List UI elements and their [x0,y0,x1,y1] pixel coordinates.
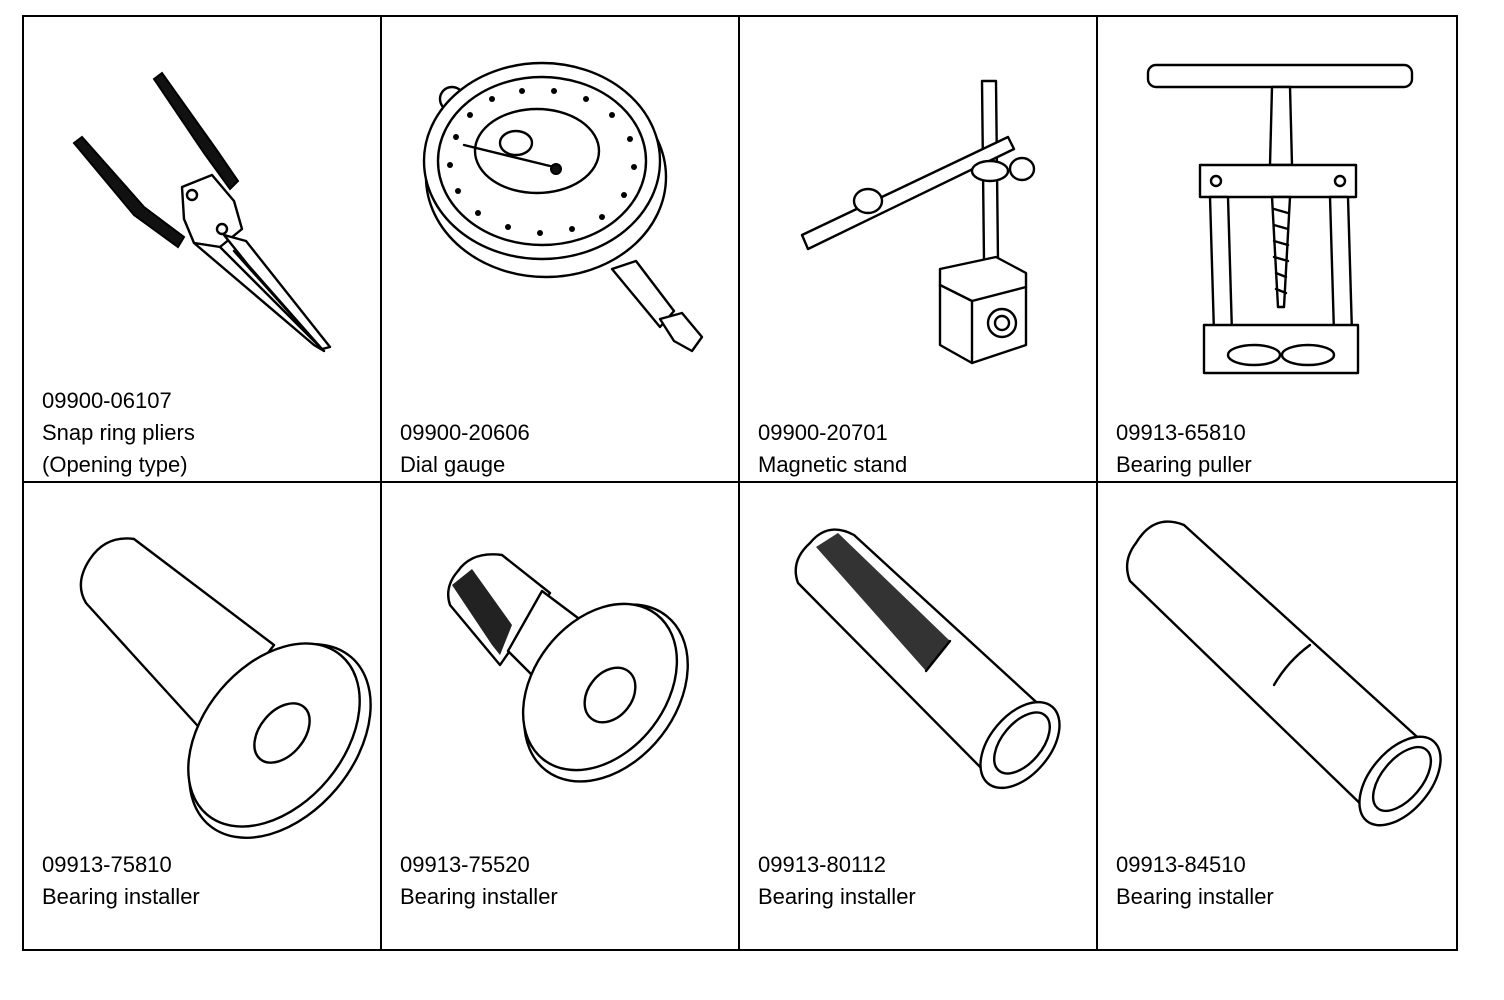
tool-name: Bearing installer [1116,884,1274,909]
tool-cell-snap-ring-pliers: 09900-06107 Snap ring pliers (Opening ty… [24,17,382,483]
part-number: 09913-75810 [42,852,172,877]
bearing-installer-flanged-icon [79,537,372,839]
tool-name: Magnetic stand [758,452,908,477]
tool-cell-bearing-installer-2: 09913-75520 Bearing installer [382,483,740,949]
tool-name: Bearing installer [42,884,200,909]
tool-label: 09913-75520 Bearing installer [400,849,558,913]
tool-name: Bearing installer [400,884,558,909]
magnetic-stand-icon [800,79,1036,365]
tool-cell-bearing-puller: 09913-65810 Bearing puller [1098,17,1456,483]
part-number: 09900-20606 [400,420,530,445]
tool-cell-magnetic-stand: 09900-20701 Magnetic stand [740,17,1098,483]
tool-name: Bearing puller [1116,452,1252,477]
bearing-installer-tube-knurled-icon [794,528,1061,790]
part-number: 09900-20701 [758,420,888,445]
tool-note: (Opening type) [42,452,188,477]
part-number: 09913-65810 [1116,420,1246,445]
special-tools-table: 09900-06107 Snap ring pliers (Opening ty… [22,15,1458,951]
part-number: 09913-80112 [758,852,887,877]
part-number: 09913-84510 [1116,852,1246,877]
tool-name: Bearing installer [758,884,916,909]
tool-label: 09913-75810 Bearing installer [42,849,200,913]
bearing-puller-icon [1146,63,1414,375]
tool-cell-dial-gauge: 09900-20606 Dial gauge [382,17,740,483]
tool-label: 09900-20701 Magnetic stand [758,385,907,481]
tool-name: Snap ring pliers [42,420,195,445]
tool-label: 09900-20606 Dial gauge [400,385,530,481]
tool-name: Dial gauge [400,452,506,477]
part-number: 09900-06107 [42,388,172,413]
bearing-installer-knurled-icon [447,553,689,783]
tool-cell-bearing-installer-1: 09913-75810 Bearing installer [24,483,382,949]
snap-ring-pliers-icon [72,71,332,353]
dial-gauge-icon [422,61,704,353]
tool-label: 09913-65810 Bearing puller [1116,385,1252,481]
tool-label: 09913-80112 Bearing installer [758,849,916,913]
tool-label: 09913-84510 Bearing installer [1116,849,1274,913]
tool-label: 09900-06107 Snap ring pliers (Opening ty… [42,385,195,481]
tool-cell-bearing-installer-4: 09913-84510 Bearing installer [1098,483,1456,949]
bearing-installer-tube-icon [1125,520,1442,827]
tool-cell-bearing-installer-3: 09913-80112 Bearing installer [740,483,1098,949]
dial-marks [447,88,637,236]
part-number: 09913-75520 [400,852,530,877]
